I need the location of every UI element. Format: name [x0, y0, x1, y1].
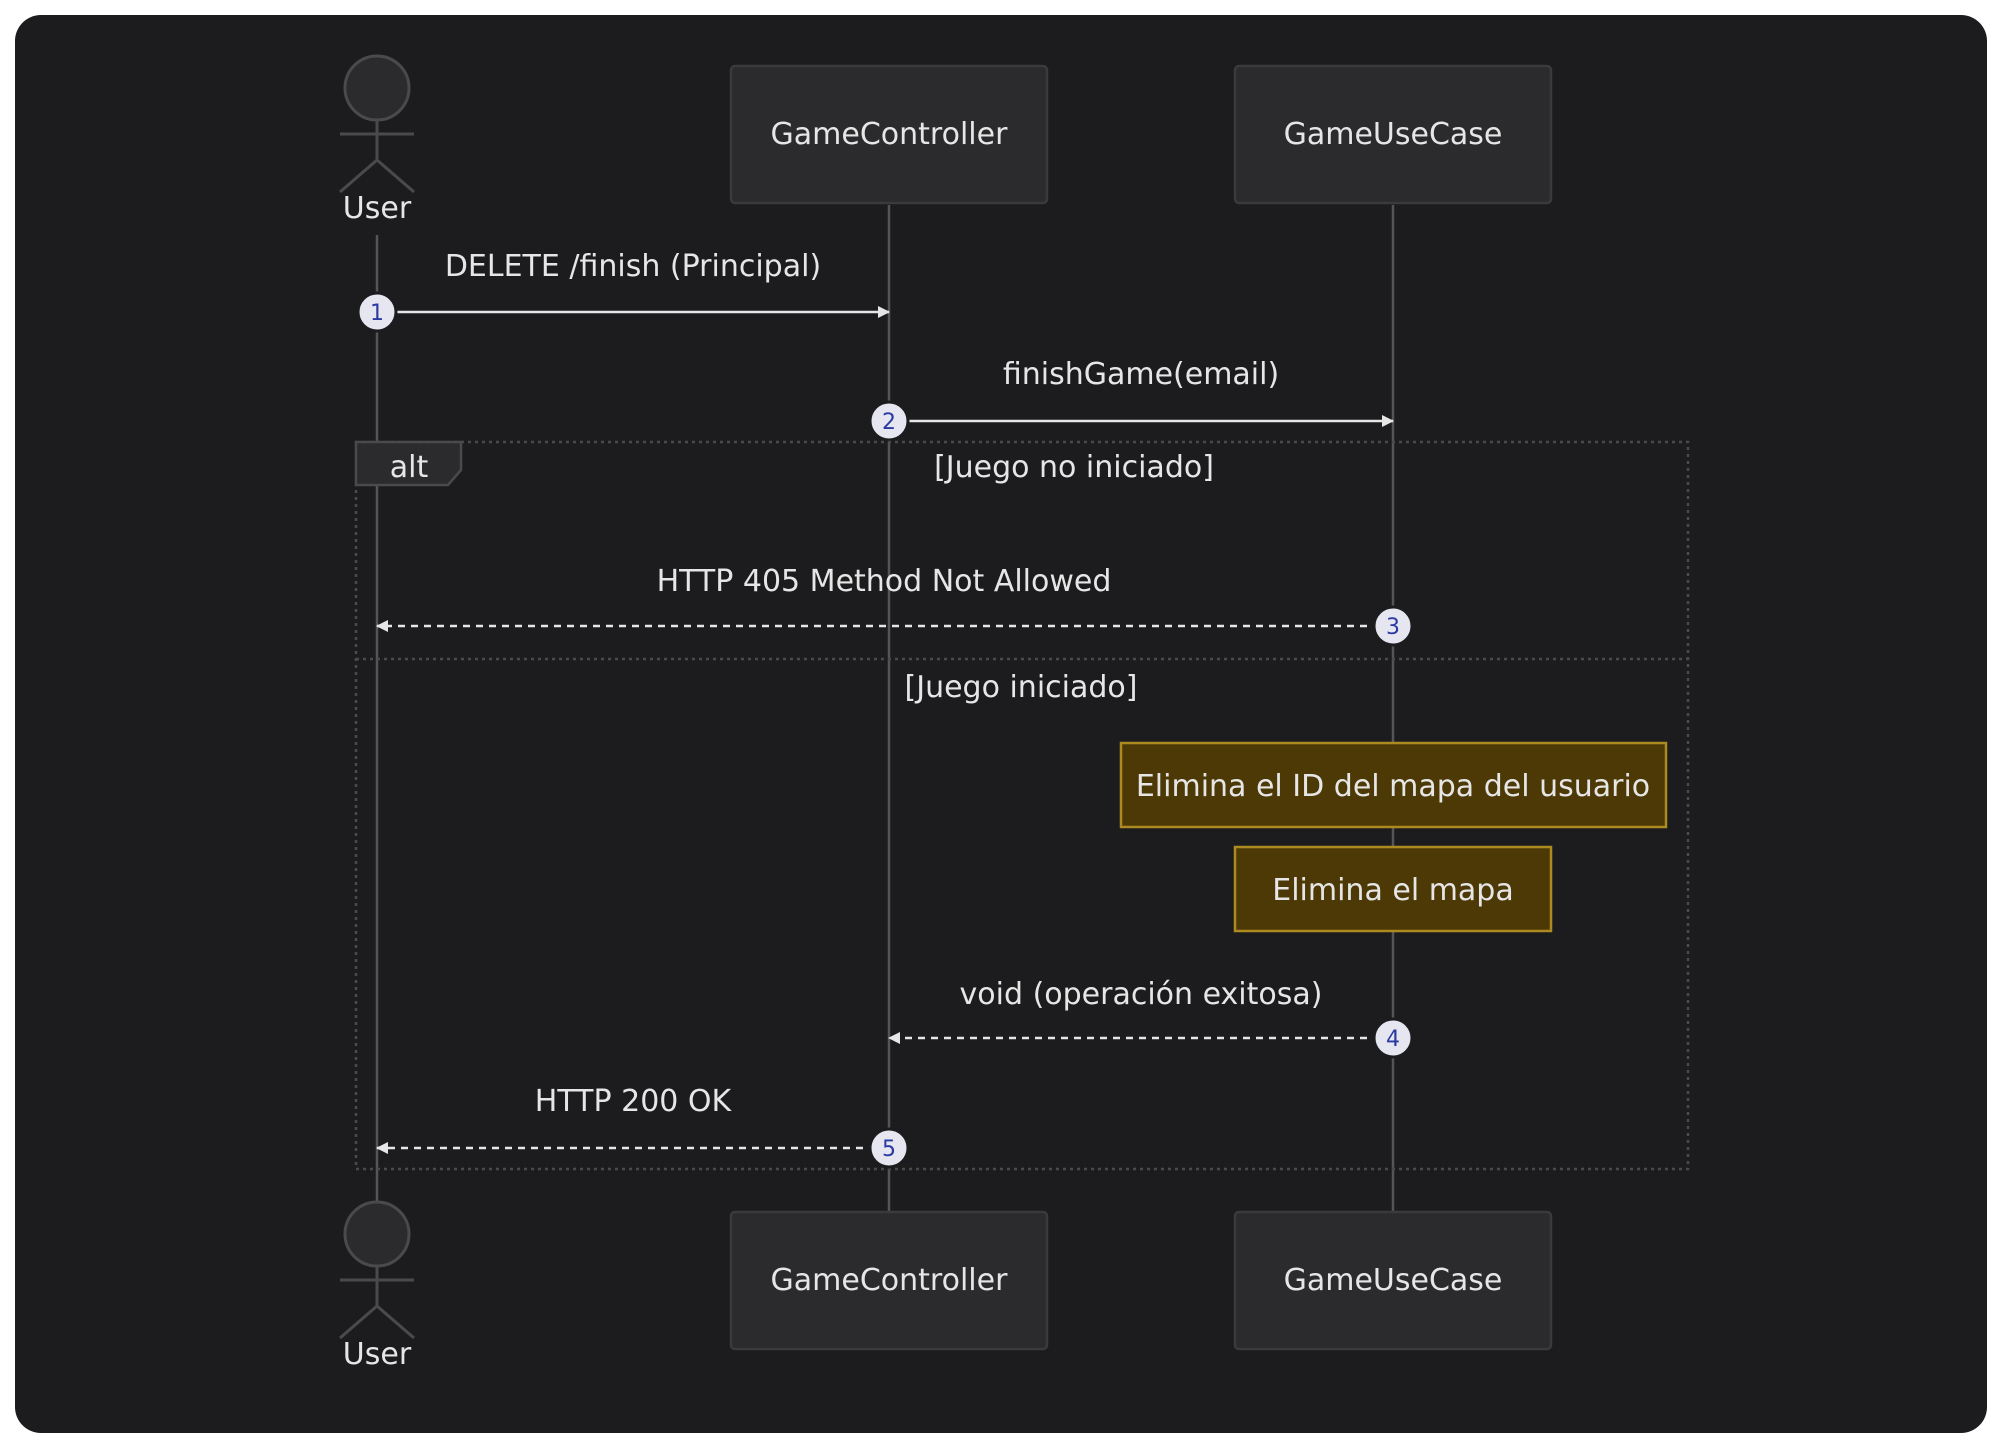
user-actor-top: [339, 54, 415, 194]
svg-text:5: 5: [882, 1137, 896, 1162]
message-2-badge: 2: [868, 400, 910, 442]
message-4-label: void (operación exitosa): [960, 977, 1323, 1012]
alt-condition-2: [Juego iniciado]: [905, 670, 1138, 705]
message-1-badge: 1: [356, 291, 398, 333]
usecase-label-bottom: GameUseCase: [1284, 1263, 1503, 1298]
svg-text:1: 1: [370, 301, 384, 326]
message-3-badge: 3: [1372, 605, 1414, 647]
user-label-bottom: User: [343, 1337, 412, 1372]
svg-text:4: 4: [1386, 1027, 1400, 1052]
controller-label-top: GameController: [771, 117, 1009, 152]
note-2-text: Elimina el mapa: [1272, 873, 1513, 908]
message-3-label: HTTP 405 Method Not Allowed: [657, 564, 1112, 599]
message-1-label: DELETE /finish (Principal): [445, 249, 821, 284]
controller-label-bottom: GameController: [771, 1263, 1009, 1298]
user-label-top: User: [343, 191, 412, 226]
message-5-label: HTTP 200 OK: [535, 1084, 733, 1119]
alt-keyword: alt: [390, 450, 429, 485]
note-1: Elimina el ID del mapa del usuario: [1119, 741, 1668, 829]
message-5-badge: 5: [868, 1127, 910, 1169]
usecase-label-top: GameUseCase: [1284, 117, 1503, 152]
alt-condition-1: [Juego no iniciado]: [934, 450, 1214, 485]
alt-frame: [354, 440, 1690, 1171]
controller-box-top: GameController: [729, 64, 1049, 205]
diagram-canvas: User GameController GameUseCase DELETE /…: [15, 15, 1987, 1433]
alt-tab: [354, 440, 463, 487]
note-2: Elimina el mapa: [1233, 845, 1553, 933]
svg-text:2: 2: [882, 410, 896, 435]
note-1-text: Elimina el ID del mapa del usuario: [1136, 769, 1650, 804]
message-2-label: finishGame(email): [1003, 357, 1279, 392]
usecase-box-top: GameUseCase: [1233, 64, 1553, 205]
controller-box-bottom: GameController: [729, 1210, 1049, 1351]
sequence-diagram: User GameController GameUseCase DELETE /…: [339, 54, 1690, 1372]
svg-text:3: 3: [1386, 615, 1400, 640]
user-actor-bottom: [339, 1200, 415, 1340]
usecase-box-bottom: GameUseCase: [1233, 1210, 1553, 1351]
message-4-badge: 4: [1372, 1017, 1414, 1059]
